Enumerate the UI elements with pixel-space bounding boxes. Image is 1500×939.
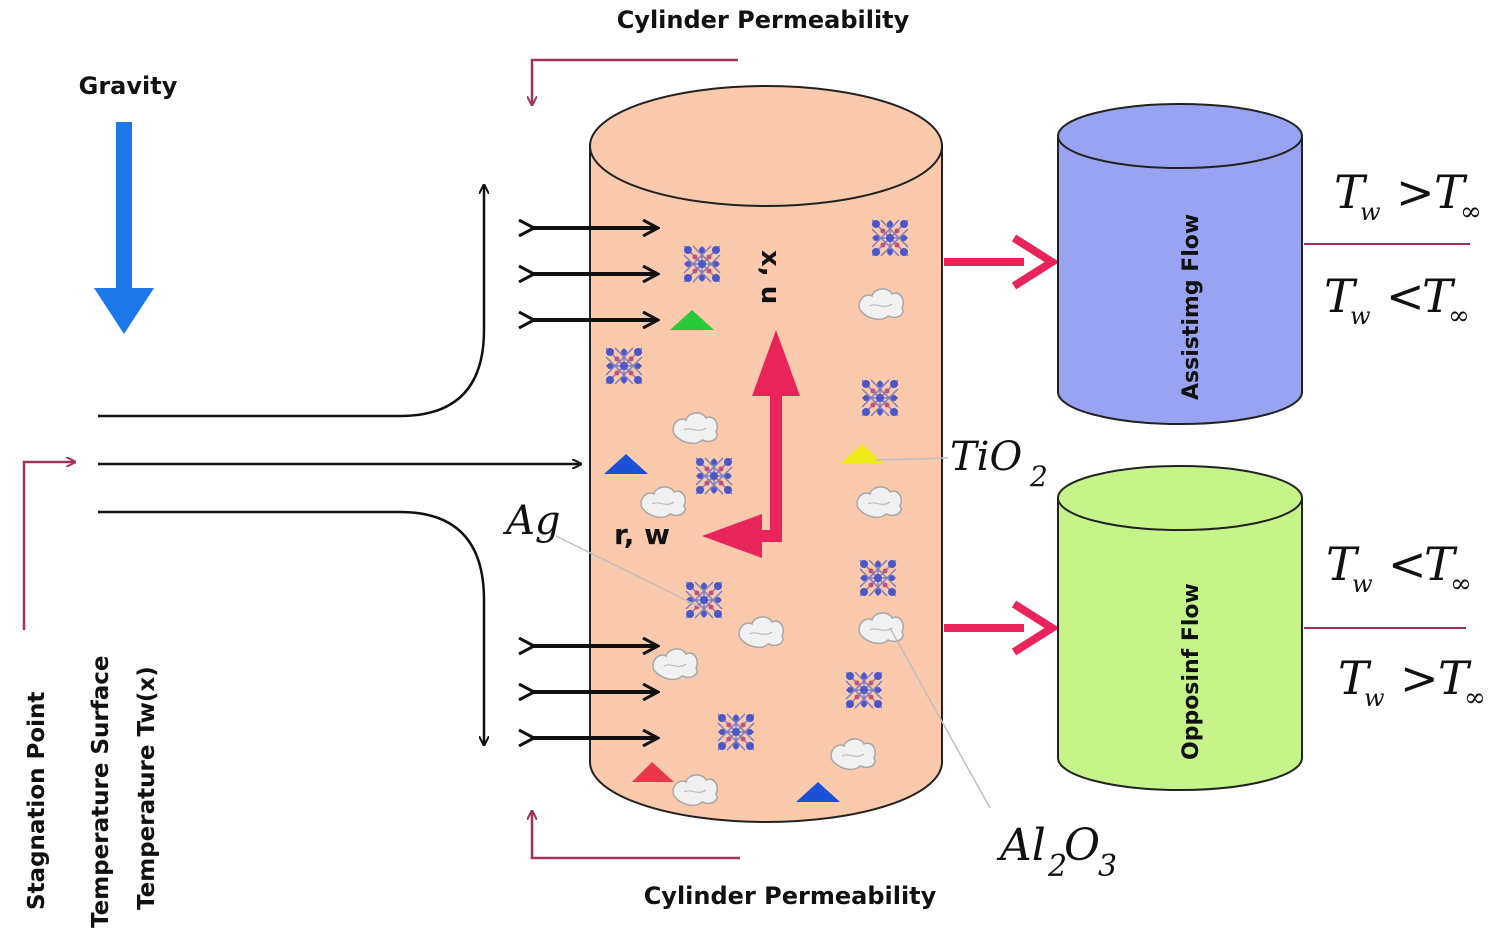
svg-text:T: T — [1338, 651, 1372, 705]
svg-text:T: T — [1324, 269, 1358, 323]
crystal-particle-icon — [717, 713, 755, 751]
tio2-label: TiO 2 — [950, 434, 1048, 493]
svg-text:w: w — [1360, 198, 1381, 226]
condition-tw-greater-tinf: T w > T ∞ — [1334, 165, 1482, 227]
gravity-arrow-icon — [94, 122, 154, 334]
svg-text:T: T — [1424, 537, 1458, 591]
stagnation-point-bracket — [22, 462, 74, 630]
permeable-cylinder — [589, 85, 943, 823]
blue-triangle-particle-icon — [796, 782, 840, 802]
svg-text:∞: ∞ — [1450, 569, 1472, 599]
svg-text:3: 3 — [1098, 849, 1117, 884]
crystal-particle-icon — [685, 581, 723, 619]
temperature-surface-label-line1: Temperature Surface — [88, 656, 114, 929]
r-axis-arrowhead-icon — [702, 514, 762, 558]
crystal-particle-icon — [683, 245, 721, 283]
condition-tw-less-tinf: T w < T ∞ — [1324, 269, 1470, 331]
opposing-flow-arrow-icon — [944, 600, 1060, 656]
al2o3-label: Al 2 O 3 — [996, 820, 1117, 884]
svg-text:2: 2 — [1047, 849, 1067, 884]
temperature-surface-label-line2: Temperature Tw(x) — [134, 666, 160, 910]
svg-text:TiO: TiO — [950, 434, 1022, 480]
bottom-permeability-bracket — [532, 812, 740, 860]
gravity-label: Gravity — [79, 72, 178, 100]
yellow-triangle-particle-icon — [840, 444, 884, 464]
svg-text:∞: ∞ — [1464, 683, 1486, 713]
green-triangle-particle-icon — [670, 310, 714, 330]
svg-text:<: < — [1388, 537, 1427, 591]
svg-text:2: 2 — [1029, 460, 1048, 493]
ag-label: Ag — [502, 498, 561, 544]
svg-text:T: T — [1438, 651, 1472, 705]
svg-text:T: T — [1326, 537, 1360, 591]
cylinder-permeability-top-label: Cylinder Permeability — [617, 6, 910, 34]
coordinate-axes — [702, 330, 800, 558]
opposing-flow-drum — [1057, 465, 1303, 791]
al2o3-leader-line — [889, 627, 991, 809]
red-triangle-particle-icon — [632, 762, 674, 782]
condition-tw-less-tinf: T w < T ∞ — [1326, 537, 1472, 599]
svg-text:>: > — [1400, 651, 1439, 705]
stagnation-point-label: Stagnation Point — [24, 692, 50, 910]
tio2-leader-line — [875, 457, 949, 461]
permeability-arrows — [532, 228, 656, 738]
svg-text:O: O — [1064, 820, 1100, 871]
svg-text:w: w — [1350, 302, 1371, 330]
svg-text:w: w — [1352, 570, 1373, 598]
x-axis-arrowhead-icon — [752, 330, 800, 396]
svg-text:T: T — [1334, 165, 1368, 219]
top-permeability-bracket — [532, 58, 738, 104]
crystal-particle-icon — [845, 671, 883, 709]
crystal-particle-icon — [861, 379, 899, 417]
svg-text:∞: ∞ — [1448, 301, 1470, 331]
svg-text:>: > — [1396, 165, 1435, 219]
cylinder-permeability-bottom-label: Cylinder Permeability — [644, 882, 937, 910]
svg-text:∞: ∞ — [1460, 197, 1482, 227]
svg-text:T: T — [1434, 165, 1468, 219]
crystal-particle-icon — [695, 457, 733, 495]
crystal-particle-icon — [605, 347, 643, 385]
upper-streamline — [98, 186, 484, 418]
svg-text:Al: Al — [996, 820, 1046, 871]
blue-triangle-particle-icon — [604, 454, 648, 474]
opposing-flow-label: Opposinf Flow — [1179, 583, 1204, 760]
lower-streamline — [98, 510, 484, 744]
r-w-axis-label: r, w — [614, 518, 670, 551]
crystal-particle-icon — [871, 219, 909, 257]
svg-text:<: < — [1386, 269, 1425, 323]
condition-tw-greater-tinf: T w > T ∞ — [1338, 651, 1486, 713]
crystal-particle-icon — [859, 559, 897, 597]
x-u-axis-label: x, u — [755, 250, 785, 304]
assisting-flow-drum — [1057, 103, 1303, 425]
svg-text:w: w — [1364, 684, 1385, 712]
assisting-flow-arrow-icon — [944, 234, 1060, 290]
ag-leader-line — [555, 535, 703, 609]
svg-text:T: T — [1422, 269, 1456, 323]
assisting-flow-label: Assistimg Flow — [1179, 214, 1204, 400]
